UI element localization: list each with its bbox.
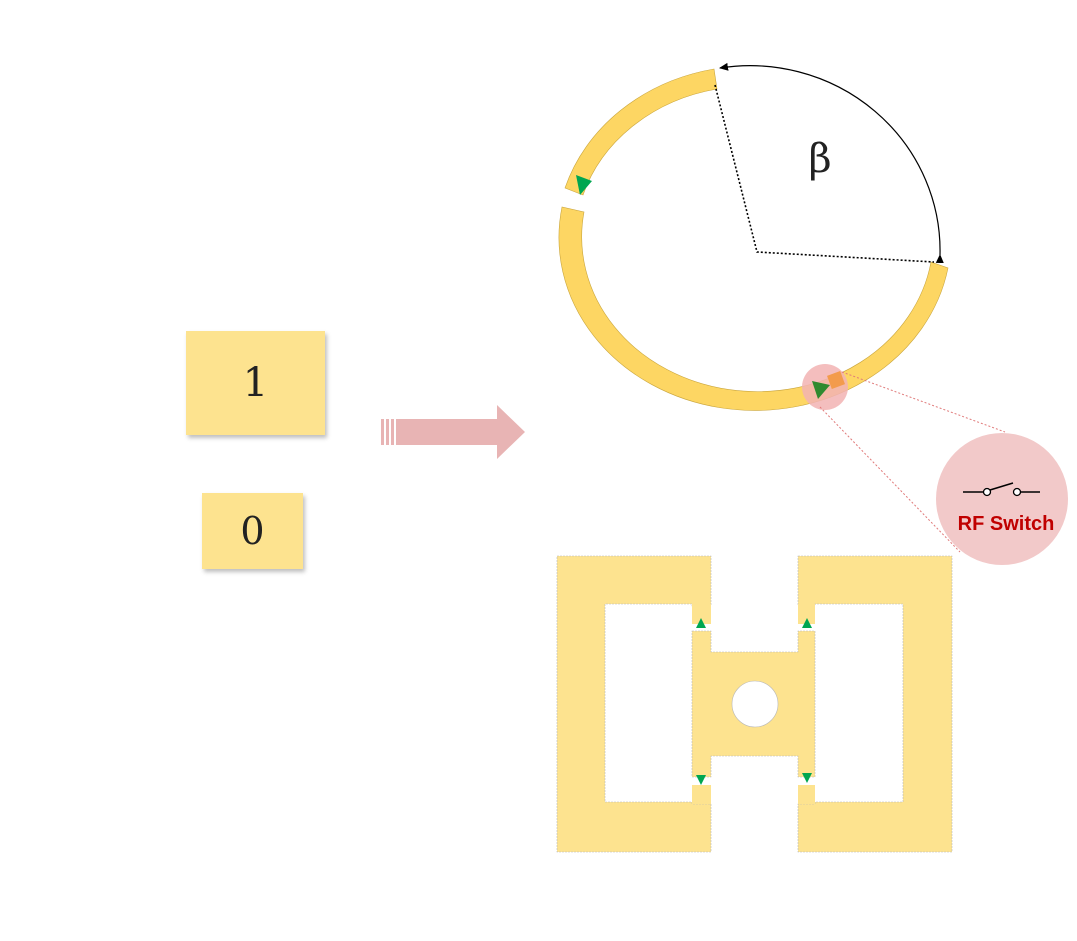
connector-line-top [841,371,1006,433]
port-triangle-left [576,175,592,195]
connector-line-bottom [819,406,961,553]
port-triangle-bottom-left [696,775,706,785]
transition-arrow [381,405,525,459]
port-triangle-top-left [696,618,706,628]
split-ring [558,68,949,411]
rf-switch-label: RF Switch [958,513,1055,535]
bit-one-label: 1 [242,360,269,406]
rf-switch-bubble: RF Switch [936,433,1068,565]
angle-arc [719,62,944,264]
ring-switch-highlight [802,364,848,410]
bit-one-box: 1 [186,331,325,435]
port-triangle-top-right [802,618,812,628]
bit-zero-box: 0 [202,493,303,569]
switch-symbol-icon [963,482,1040,497]
beta-label: β [808,136,831,182]
port-triangle-bottom-right [802,773,812,783]
bit-zero-label: 0 [240,509,265,553]
h-resonator [556,555,953,853]
